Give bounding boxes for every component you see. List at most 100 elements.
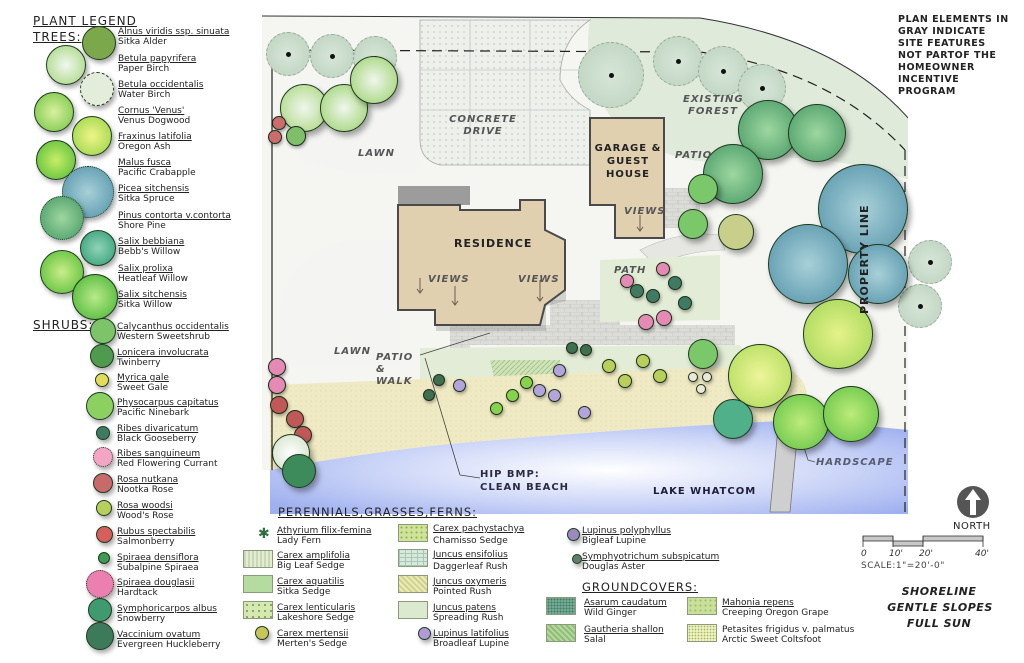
common-name: Creeping Oregon Grape [722,608,829,618]
scientific-name: Salix prolixa [118,264,173,274]
paper-birch-symbol [46,45,86,85]
legend-entry-perennial: Carex amplifolia Big Leaf Sedge [277,551,350,571]
legend-entry-groundcover: Asarum caudatum Wild Ginger [584,598,667,618]
label-patio-top: PATIO [675,150,713,161]
vaccinium-shrub [433,374,445,386]
legend-entry-tree: Betula occidentalis Water Birch [118,80,203,100]
rose-shrub [270,396,288,414]
broadleaf-lupine-symbol [418,627,431,640]
common-name: Merten's Sedge [277,639,348,649]
common-name: Daggerleaf Rush [433,562,508,572]
tree [718,214,754,250]
salix-prolixa-tree [773,394,829,450]
label-views-garage: VIEWS [624,206,666,217]
scientific-name: Symphoricarpos albus [117,604,217,614]
common-name: Pacific Crabapple [118,168,196,178]
arctic-sweet-coltsfoot-swatch [687,624,717,642]
pointed-rush-swatch [398,575,428,593]
hardtack-shrub [620,274,634,288]
hardtack-shrub [656,262,670,276]
sitka-spruce-tree [848,244,908,304]
legend-entry-tree: Malus fusca Pacific Crabapple [118,158,196,178]
common-name: Subalpine Spiraea [117,563,199,573]
scientific-name: Carex lenticularis [277,603,356,613]
twinberry-symbol [90,344,114,368]
common-name: Wood's Rose [117,511,174,521]
mertens-sedge-symbol [255,626,269,640]
common-name: Sitka Sedge [277,587,331,597]
sitka-willow-symbol [72,274,118,320]
scientific-name: Picea sitchensis [118,184,190,194]
legend-entry-groundcover: Gautheria shallon Salal [584,625,664,645]
existing-tree [578,42,644,108]
hardtack-shrub [268,376,286,394]
common-name: Salmonberry [117,537,175,547]
common-name: Western Sweetshrub [117,332,210,342]
scientific-name: Physocarpus capitatus [117,398,219,408]
label-property-line: PROPERTY LINE [858,204,871,314]
common-name: Bebb's Willow [118,247,181,257]
label-lawn-top: LAWN [358,148,395,159]
common-name: Paper Birch [118,64,170,74]
common-name: Red Flowering Currant [117,459,218,469]
scientific-name: Betula occidentalis [118,80,204,90]
existing-tree [898,284,942,328]
perennials-heading: PERENNIALS,GRASSES,FERNS: [278,505,478,519]
lupine [533,384,546,397]
scientific-name: Lupinus polyphyllus [582,526,671,536]
groundcovers-heading: GROUNDCOVERS: [582,580,699,594]
common-name: Wild Ginger [584,608,637,618]
common-name: Sitka Willow [118,300,173,310]
common-name: Pointed Rush [433,587,492,597]
wood-rose-shrub [636,354,650,368]
legend-entry-shrub: Physocarpus capitatus Pacific Ninebark [117,398,218,418]
scientific-name: Lupinus latifolius [433,629,509,639]
common-name: Big Leaf Sedge [277,561,345,571]
common-name: Salal [584,635,606,645]
site-plan-base [261,15,908,514]
legend-entry-tree: Cornus 'Venus' Venus Dogwood [118,106,190,126]
scale-tick-40: 40' [975,549,989,559]
label-concrete-drive: CONCRETE DRIVE [449,114,517,137]
legend-entry-perennial: Athyrium filix-femina Lady Fern [277,526,372,546]
scientific-name: Rosa woodsi [117,501,173,511]
legend-entry-shrub: Lonicera involucrata Twinberry [117,348,209,368]
western-sweetshrub-symbol [90,318,116,344]
common-name: Evergreen Huckleberry [117,640,221,650]
shore-pine-symbol [40,196,84,240]
legend-entry-perennial: Lupinus latifolius Broadleaf Lupine [433,629,509,649]
shrub [688,339,718,369]
common-name: Sitka Alder [118,37,167,47]
snowberry-shrub [646,289,660,303]
label-lawn-bottom: LAWN [334,346,371,357]
legend-entry-groundcover: Petasites frigidus v. palmatus Arctic Sw… [722,625,854,645]
existing-tree [266,32,310,76]
common-name: Nootka Rose [117,485,174,495]
shrub [286,126,306,146]
label-clean-beach: CLEAN BEACH [480,482,570,493]
common-name: Water Birch [118,90,171,100]
lupine [553,364,566,377]
black-gooseberry-symbol [96,426,110,440]
common-name: Black Gooseberry [117,434,197,444]
snowberry-symbol [88,598,112,622]
salmonberry-symbol [96,526,113,543]
label-path: PATH [614,265,647,276]
shore-pine-tree [688,174,718,204]
scientific-name: Cornus 'Venus' [118,106,185,116]
lupine [578,406,591,419]
common-name: Sitka Spruce [118,194,175,204]
scientific-name: Mahonia repens [722,598,794,608]
legend-title: PLANT LEGEND [33,14,137,28]
common-name: Bigleaf Lupine [582,536,646,546]
scientific-name: Rubus spectabilis [117,527,196,537]
existing-tree [653,36,703,86]
wood-rose-shrub [618,374,632,388]
scientific-name: Juncus patens [433,603,496,613]
legend-entry-shrub: Ribes divaricatum Black Gooseberry [117,424,198,444]
legend-entry-tree: Alnus viridis ssp. sinuata Sitka Alder [118,27,229,47]
legend-entry-perennial: Carex pachystachya Chamisso Sedge [433,524,524,546]
scientific-name: Carex pachystachya [433,524,525,534]
boulder [688,372,698,382]
common-name: Twinberry [117,358,161,368]
